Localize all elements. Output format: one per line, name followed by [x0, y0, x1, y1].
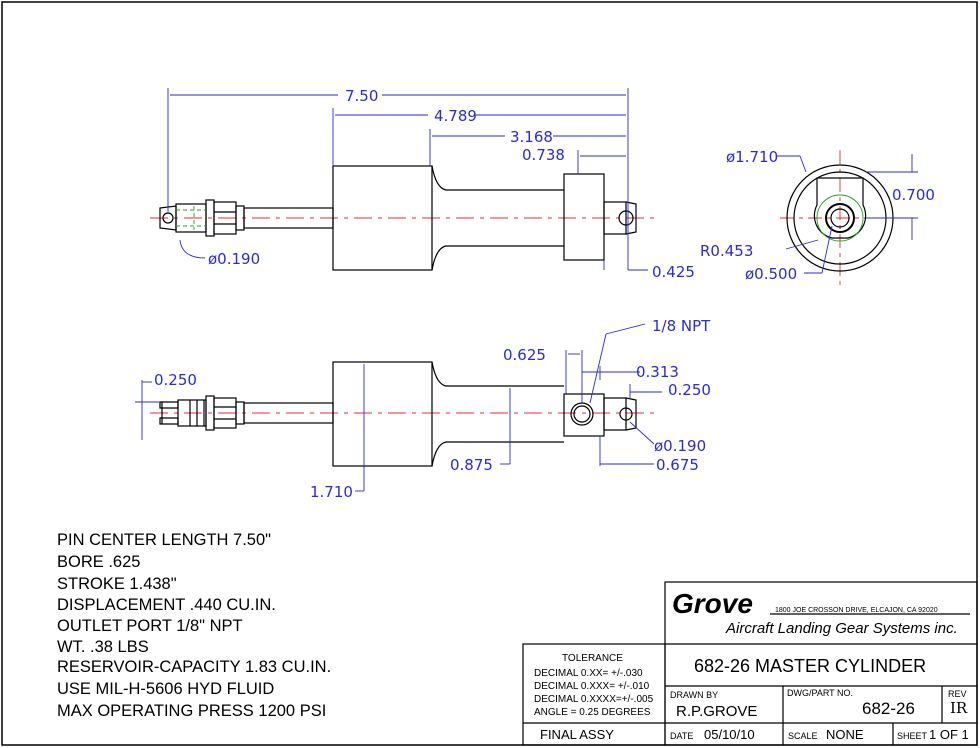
- dim-0675: 0.675: [656, 456, 699, 474]
- dim-body-dia: ø1.710: [726, 148, 778, 166]
- top-view-dimensions: [167, 88, 648, 271]
- spec-displacement: DISPLACEMENT .440 CU.IN.: [57, 596, 276, 614]
- date-value: 05/10/10: [704, 727, 755, 742]
- spec-fluid: USE MIL-H-5606 HYD FLUID: [57, 680, 275, 698]
- spec-stroke: STROKE 1.438": [57, 575, 177, 593]
- final-assy: FINAL ASSY: [540, 727, 614, 742]
- dim-0425: 0.425: [652, 263, 695, 281]
- dim-0700: 0.700: [892, 186, 935, 204]
- spec-pin-center: PIN CENTER LENGTH 7.50": [57, 531, 271, 549]
- dim-clevis-width: 0.250: [154, 371, 197, 389]
- dim-pin-dia: ø0.190: [654, 437, 706, 455]
- top-view: [150, 165, 660, 271]
- end-view-dimensions: [776, 154, 918, 274]
- front-view: [150, 361, 660, 467]
- dim-lug-width: 0.250: [668, 381, 711, 399]
- company-address: 1800 JOE CROSSON DRIVE, ELCAJON, CA 9202…: [775, 607, 938, 614]
- front-view-dimensions: [135, 323, 662, 492]
- dim-1710: 1.710: [310, 483, 353, 501]
- sheet-value: 1 OF 1: [929, 727, 969, 742]
- rev-value: IR: [950, 699, 968, 717]
- tolerance-line-1: DECIMAL 0.XX= +/-.030: [534, 668, 643, 679]
- dim-4789: 4.789: [434, 107, 477, 125]
- dim-npt: 1/8 NPT: [652, 317, 711, 335]
- dim-0738: 0.738: [522, 146, 565, 164]
- drawing-title: 682-26 MASTER CYLINDER: [694, 656, 926, 676]
- spec-outlet-port: OUTLET PORT 1/8" NPT: [57, 617, 243, 635]
- tolerance-line-3: DECIMAL 0.XXXX=+/-.005: [534, 694, 654, 705]
- drawn-by-label: DRAWN BY: [670, 690, 718, 700]
- spec-weight: WT. .38 LBS: [57, 638, 149, 656]
- dim-3168: 3.168: [510, 128, 553, 146]
- spec-bore: BORE .625: [57, 553, 141, 571]
- dim-radius: R0.453: [700, 242, 753, 260]
- date-label: DATE: [670, 731, 693, 741]
- scale-value: NONE: [826, 727, 864, 742]
- company-logo: Grove: [672, 588, 753, 619]
- rev-label: REV: [948, 689, 967, 699]
- tolerance-line-2: DECIMAL 0.XXX= +/-.010: [534, 681, 650, 692]
- spec-reservoir: RESERVOIR-CAPACITY 1.83 CU.IN.: [57, 658, 332, 676]
- tolerance-line-4: ANGLE = 0.25 DEGREES: [534, 707, 651, 718]
- dim-bore-dia: ø0.500: [745, 265, 797, 283]
- company-tagline: Aircraft Landing Gear Systems inc.: [725, 620, 958, 637]
- title-block-frame: [522, 581, 978, 746]
- dim-overall-length: 7.50: [345, 87, 378, 105]
- dim-pin-hole: ø0.190: [208, 250, 260, 268]
- drawn-by-value: R.P.GROVE: [676, 703, 757, 720]
- dim-0625: 0.625: [503, 346, 546, 364]
- part-no-label: DWG/PART NO.: [787, 688, 853, 698]
- dim-0875: 0.875: [450, 456, 493, 474]
- sheet-label: SHEET: [897, 731, 928, 741]
- dim-0313: 0.313: [636, 363, 679, 381]
- end-view: [780, 150, 905, 285]
- tolerance-title: TOLERANCE: [562, 653, 623, 664]
- part-no-value: 682-26: [862, 699, 915, 718]
- spec-max-pressure: MAX OPERATING PRESS 1200 PSI: [57, 702, 327, 720]
- scale-label: SCALE: [788, 731, 818, 741]
